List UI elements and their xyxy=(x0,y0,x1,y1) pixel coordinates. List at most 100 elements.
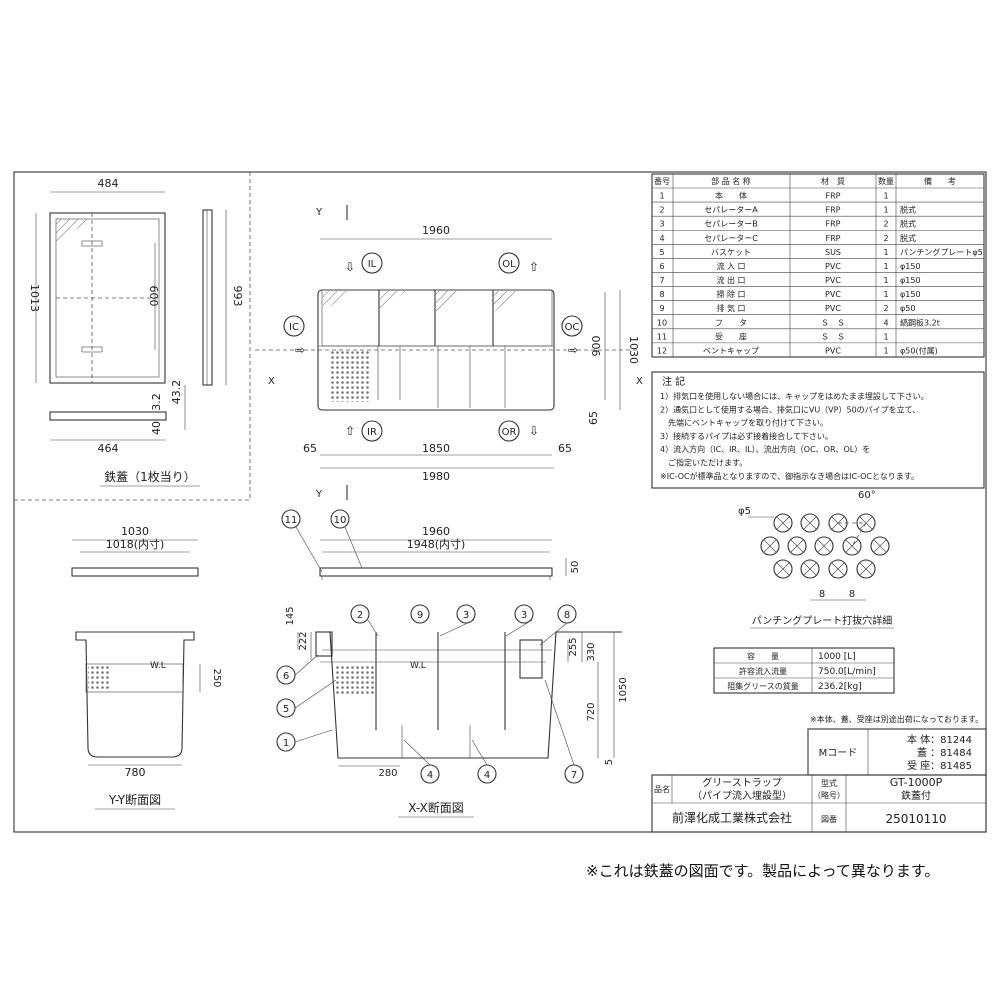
side-view: 1960 1948(内寸) 50 11 10 xyxy=(281,509,581,580)
front-body-outline xyxy=(75,631,195,758)
parts-header-qty: 数量 xyxy=(878,176,894,186)
punch-caption: パンチングプレート打抜穴詳細 xyxy=(752,614,893,627)
parts-cell-material: FRP xyxy=(826,206,841,215)
drawing-border xyxy=(13,171,987,833)
parts-cell-material: PVC xyxy=(825,290,841,299)
parts-cell-no: 9 xyxy=(659,304,664,313)
plan-dim-h-total: 1030 xyxy=(627,336,640,364)
parts-cell-name: フ タ xyxy=(715,318,747,327)
parts-cell-qty: 1 xyxy=(883,332,888,341)
title-model-label-1: 型式 xyxy=(821,778,837,788)
plan-view: ⇨ ⇨ ⇩ ⇧ ⇧ ⇩ IL OL IC OC IR OR X X Y Y 19… xyxy=(255,205,643,500)
balloon-3b: 3 xyxy=(521,610,527,621)
parts-cell-note: φ50 xyxy=(900,304,915,313)
punching-detail: φ5 60° 8 8 パンチングプレート打抜穴詳細 xyxy=(738,490,894,629)
note-line: 4）流入方向（IC、IR、IL）、流出方向（OC、OR、OL）を xyxy=(660,444,870,454)
note-line: ご指定いただけます。 xyxy=(660,458,747,468)
balloon-11: 11 xyxy=(285,515,298,526)
parts-cell-qty: 2 xyxy=(883,220,888,229)
punch-phi-label: φ5 xyxy=(738,506,751,517)
lid-caption: 鉄蓋（1枚当り） xyxy=(104,469,196,484)
punch-hole xyxy=(842,536,862,556)
punch-hole xyxy=(856,559,876,579)
front-dim-outer: 1030 xyxy=(121,525,149,538)
lid-dim-t3: 40 xyxy=(150,421,163,435)
parts-cell-qty: 4 xyxy=(883,318,888,327)
lid-dim-pitch: 600 xyxy=(147,286,160,307)
parts-cell-name: セパレーターC xyxy=(704,234,758,243)
spec-label: 容 量 xyxy=(747,651,779,661)
front-dim-wl: 250 xyxy=(211,668,222,687)
svg-text:⇩: ⇩ xyxy=(345,260,355,274)
punch-hole xyxy=(828,559,848,579)
parts-cell-qty: 2 xyxy=(883,234,888,243)
parts-cell-note: 脱式 xyxy=(900,205,916,215)
plan-dim-overall: 1980 xyxy=(422,470,450,483)
plan-dim-inner: 1850 xyxy=(422,442,450,455)
note-line: 1）排気口を使用しない場合には、キャップをはめたまま埋設して下さい。 xyxy=(660,391,929,401)
parts-header-material: 材 質 xyxy=(821,176,845,186)
punch-hole xyxy=(773,513,793,533)
parts-header-no: 番号 xyxy=(654,176,670,186)
section-mark-x-left: X xyxy=(268,376,275,387)
punch-pitch-a: 8 xyxy=(819,589,825,600)
lid-bottom-profile xyxy=(49,411,167,421)
lid-dim-top: 484 xyxy=(98,177,119,190)
parts-cell-name: 受 座 xyxy=(715,331,747,341)
svg-text:⇨: ⇨ xyxy=(295,343,305,357)
note-line: 3）接続するパイプは必ず接着接合して下さい。 xyxy=(660,431,833,441)
lid-side-profile xyxy=(202,209,213,386)
section-mark-x-right: X xyxy=(636,376,643,387)
mcode-line-1: 本 体：81244 xyxy=(907,733,972,746)
parts-cell-material: PVC xyxy=(825,276,841,285)
flow-label-ir: IR xyxy=(367,427,377,438)
title-block: 品名 グリーストラップ （パイプ流入埋設型） 型式 （略号） GT-1000P … xyxy=(651,774,987,833)
balloon-7: 7 xyxy=(571,770,577,781)
balloon-9: 9 xyxy=(417,610,423,621)
parts-cell-qty: 1 xyxy=(883,248,888,257)
parts-cell-note: 縞鋼板3.2t xyxy=(900,317,940,327)
lid-dim-height-right: 993 xyxy=(231,286,244,307)
plan-dim-right-margin: 65 xyxy=(558,442,572,455)
parts-cell-material: SUS xyxy=(825,248,841,257)
side-dim-outer: 1960 xyxy=(422,525,450,538)
section-dim-1050: 1050 xyxy=(618,677,629,702)
parts-cell-material: PVC xyxy=(825,304,841,313)
parts-cell-qty: 1 xyxy=(883,262,888,271)
lid-dim-bottom: 464 xyxy=(98,442,119,455)
parts-cell-name: 掃 除 口 xyxy=(716,289,745,299)
plan-dim-top: 1960 xyxy=(422,224,450,237)
footer-note: ※これは鉄蓋の図面です。製品によって異なります。 xyxy=(586,862,940,880)
parts-cell-qty: 2 xyxy=(883,304,888,313)
mcode-line-3: 受 座：81485 xyxy=(907,759,972,772)
note-line: 2）通気口として使用する場合、排気口にVU（VP）50のパイプを立て、 xyxy=(660,404,920,414)
parts-cell-no: 8 xyxy=(659,290,664,299)
parts-cell-no: 10 xyxy=(657,318,667,327)
side-dim-inner: 1948(内寸) xyxy=(407,537,466,551)
parts-header-name: 部 品 名 称 xyxy=(711,176,751,186)
punch-hole xyxy=(760,536,780,556)
parts-cell-note: 脱式 xyxy=(900,219,916,229)
parts-cell-note: 脱式 xyxy=(900,233,916,243)
plan-dim-left-margin: 65 xyxy=(303,442,317,455)
front-view: 1030 1018(内寸) W.L 250 780 Y-Y断面図 xyxy=(71,525,222,810)
punch-hole xyxy=(800,513,820,533)
parts-cell-material: FRP xyxy=(826,234,841,243)
punch-hole xyxy=(773,559,793,579)
parts-cell-name: 流 入 口 xyxy=(716,261,745,271)
parts-cell-no: 6 xyxy=(659,262,664,271)
punch-hole xyxy=(870,536,890,556)
mcode-block: Mコード 本 体：81244 蓋 ：81484 受 座：81485 xyxy=(807,728,987,776)
front-wl-label: W.L xyxy=(150,661,166,671)
section-dim-145: 145 xyxy=(285,606,296,625)
parts-cell-no: 7 xyxy=(659,276,664,285)
parts-cell-note: パンチングプレートφ5 xyxy=(900,247,983,257)
title-model-sub: 鉄蓋付 xyxy=(901,789,931,802)
plan-dim-h-bottom: 65 xyxy=(587,411,600,425)
parts-cell-no: 12 xyxy=(657,346,667,355)
parts-cell-qty: 1 xyxy=(883,206,888,215)
balloon-6: 6 xyxy=(283,671,289,682)
parts-cell-name: ベントキャップ xyxy=(703,346,759,355)
